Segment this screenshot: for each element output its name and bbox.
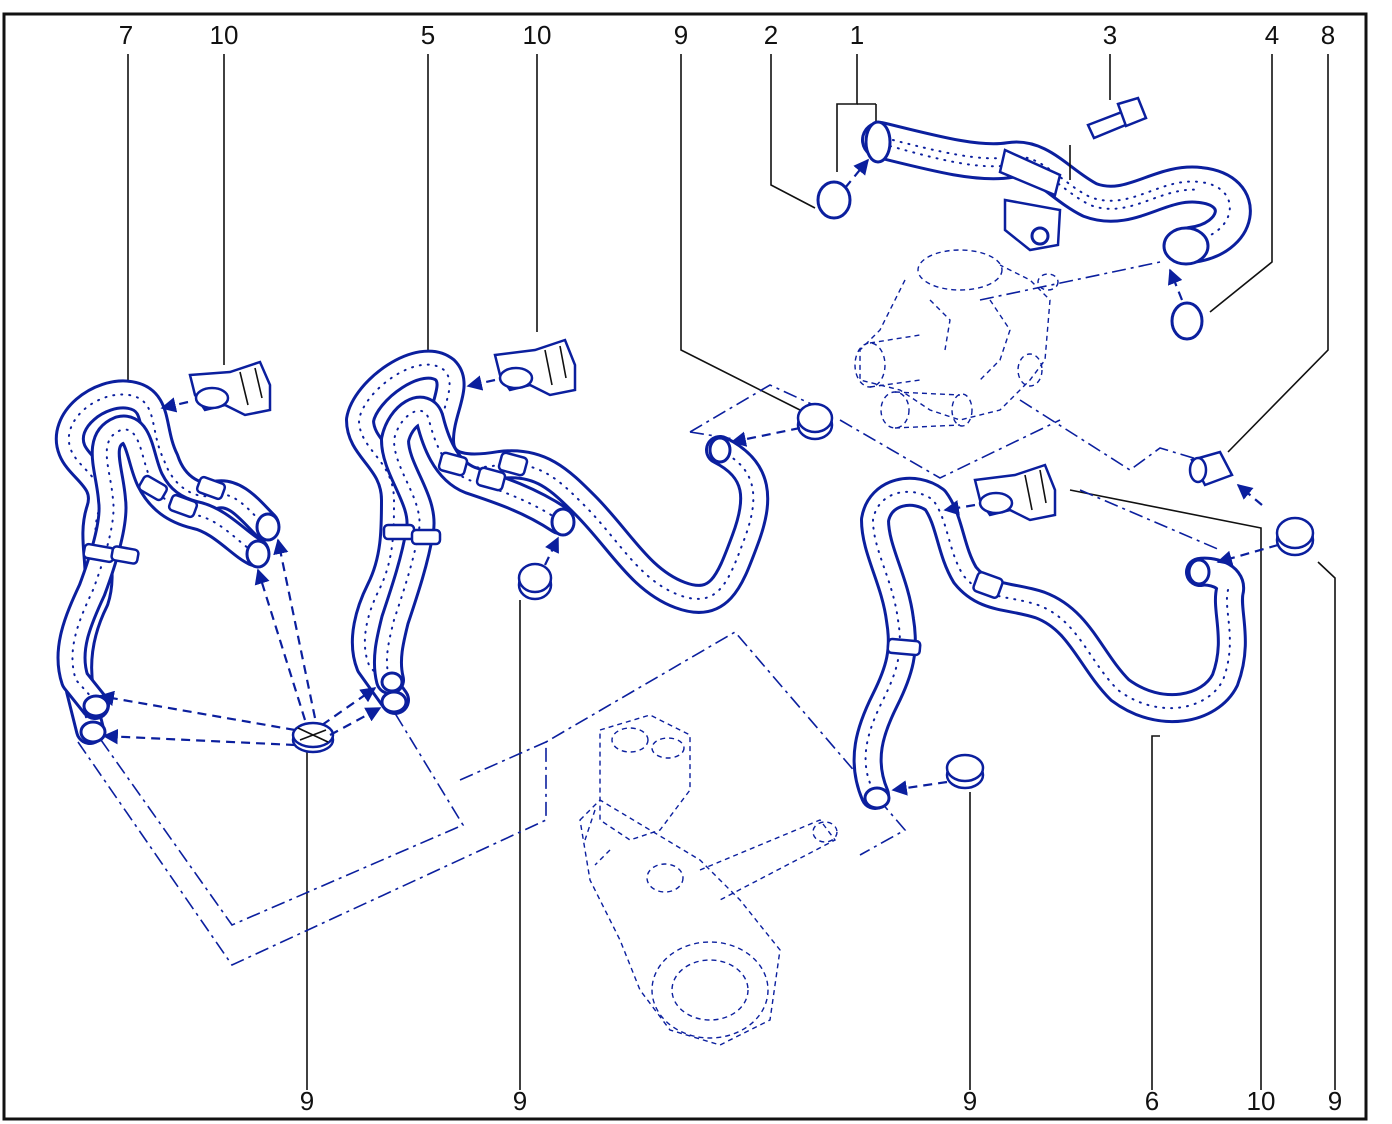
hose-clamp-9-e: [1275, 516, 1315, 557]
hose-5-assembly: [345, 349, 770, 715]
arrow-o-ring-4: [1167, 268, 1184, 301]
o-ring-4: [1170, 301, 1204, 341]
arrow-clip-10-left: [160, 397, 189, 413]
callout-9-top: 9: [674, 20, 688, 50]
hose-clamp-9-d: [945, 753, 985, 790]
callout-9-bottom-b: 9: [513, 1086, 527, 1116]
callout-2: 2: [764, 20, 778, 50]
arrow-sleeve-8: [1236, 484, 1263, 506]
callout-7: 7: [119, 20, 133, 50]
hose-6-assembly: [852, 476, 1247, 810]
callout-1: 1: [850, 20, 864, 50]
clip-10-right: [973, 463, 1057, 522]
alignment-lines: [77, 261, 1221, 967]
callout-6: 6: [1145, 1086, 1159, 1116]
callout-9-bottom-a: 9: [300, 1086, 314, 1116]
leader-lines: [127, 54, 1336, 1090]
hose-clamp-9-b: [517, 562, 553, 601]
clip-10-left: [188, 360, 272, 417]
diagram-frame: [2, 12, 1368, 1121]
clip-10-mid: [493, 338, 577, 397]
o-ring-2: [816, 180, 852, 220]
arrow-clip-10-mid: [466, 375, 496, 391]
callout-9-bottom-c: 9: [963, 1086, 977, 1116]
thermostat-housing-outline: [854, 249, 1059, 429]
arrow-o-ring-2: [844, 158, 869, 189]
callout-10-bottom: 10: [1247, 1086, 1276, 1116]
hose-7-assembly: [54, 379, 281, 745]
arrow-clip-10-right: [943, 500, 976, 516]
callout-5: 5: [421, 20, 435, 50]
hose-clamp-9-c: [796, 402, 834, 441]
assembly-arrows: [98, 426, 1279, 796]
sleeve-8: [1188, 450, 1234, 487]
bolt-3: [1086, 96, 1148, 140]
hose-clamp-9-a: [291, 721, 335, 754]
pump-body-outline: [579, 714, 838, 1046]
callout-8: 8: [1321, 20, 1335, 50]
callout-9-bottom-d: 9: [1328, 1086, 1342, 1116]
callout-10-left: 10: [210, 20, 239, 50]
hose-1-thermostat-outlet: [861, 120, 1252, 266]
callout-4: 4: [1265, 20, 1279, 50]
callout-10-mid: 10: [523, 20, 552, 50]
callout-3: 3: [1103, 20, 1117, 50]
